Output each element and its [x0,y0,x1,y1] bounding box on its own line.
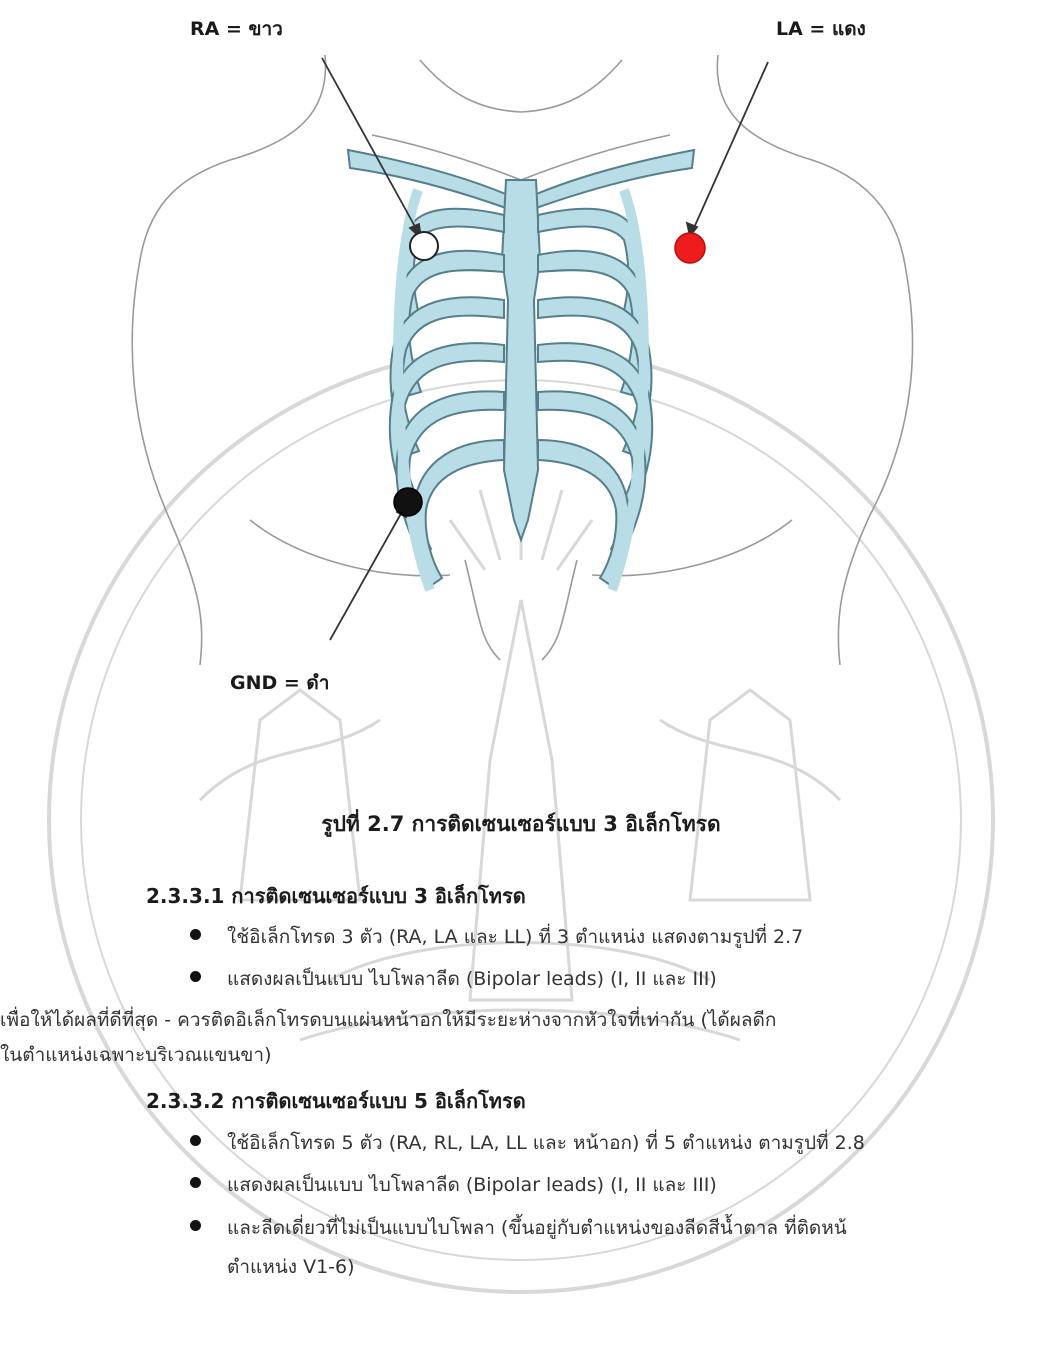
bullet-dot [190,971,201,982]
bullet-item: แสดงผลเป็นแบบ ไบโพลาลีด (Bipolar leads) … [227,1170,717,1200]
bullet-dot [190,929,201,940]
bullet-text: แสดงผลเป็นแบบ ไบโพลาลีด (Bipolar leads) … [227,968,717,990]
figure-caption: รูปที่ 2.7 การติดเซนเซอร์แบบ 3 อิเล็กโทร… [0,808,1042,841]
paragraph-line: เพื่อให้ได้ผลที่ดีที่สุด - ควรติดอิเล็กโ… [0,1005,1042,1035]
gnd-electrode-black [394,488,422,516]
bullet-item: ใช้อิเล็กโทรด 3 ตัว (RA, LA และ LL) ที่ … [227,922,803,952]
bullet-item: ใช้อิเล็กโทรด 5 ตัว (RA, RL, LA, LL และ … [227,1128,1042,1158]
bullet-item: แสดงผลเป็นแบบ ไบโพลาลีด (Bipolar leads) … [227,964,717,994]
section-heading-3-electrode: 2.3.3.1 การติดเซนเซอร์แบบ 3 อิเล็กโทรด [146,880,526,912]
paragraph-line: ในตำแหน่งเฉพาะบริเวณแขนขา) [0,1040,272,1070]
bullet-dot [190,1135,201,1146]
bullet-dot [190,1220,201,1231]
section-heading-5-electrode: 2.3.3.2 การติดเซนเซอร์แบบ 5 อิเล็กโทรด [146,1085,526,1117]
bullet-text: ใช้อิเล็กโทรด 3 ตัว (RA, LA และ LL) ที่ … [227,926,803,948]
bullet-text: ใช้อิเล็กโทรด 5 ตัว (RA, RL, LA, LL และ … [227,1132,865,1154]
la-electrode-red [675,233,705,263]
bullet-continuation: ตำแหน่ง V1-6) [227,1252,355,1282]
gnd-label: GND = ดำ [230,668,329,698]
la-label: LA = แดง [776,14,866,44]
bullet-text: แสดงผลเป็นแบบ ไบโพลาลีด (Bipolar leads) … [227,1174,717,1196]
rib-cage [348,150,694,590]
bullet-text: และลีดเดี่ยวที่ไม่เป็นแบบไบโพลา (ขึ้นอยู… [227,1217,847,1239]
bullet-dot [190,1177,201,1188]
ra-electrode-white [410,232,438,260]
ra-label: RA = ขาว [190,14,283,44]
bullet-item: และลีดเดี่ยวที่ไม่เป็นแบบไบโพลา (ขึ้นอยู… [227,1213,847,1243]
